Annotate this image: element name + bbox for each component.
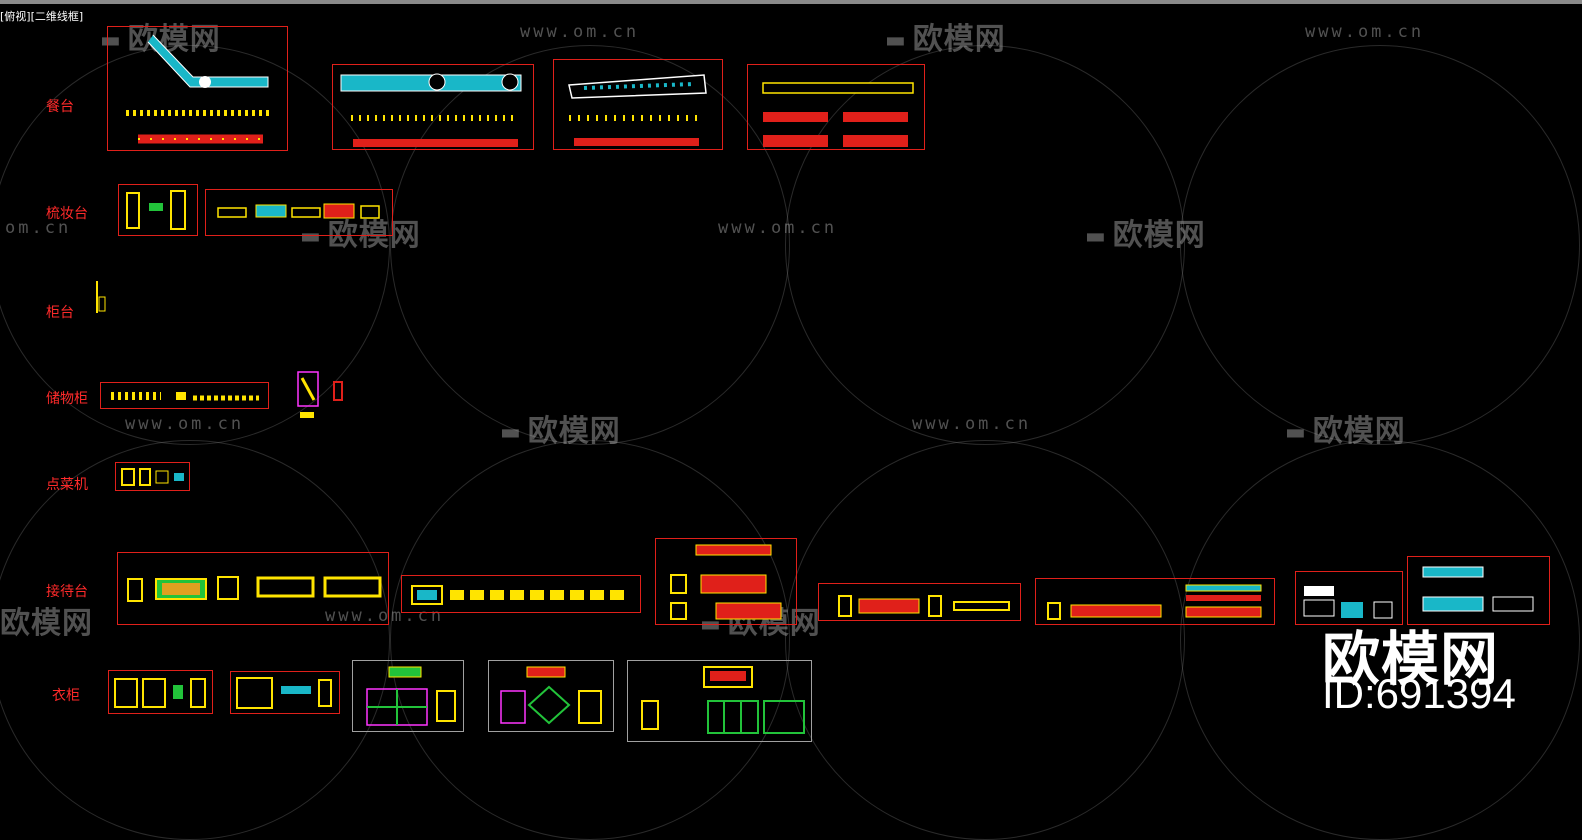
brand-id: ID:691394 <box>1322 670 1516 717</box>
drawing-frame-reception-2[interactable] <box>401 575 641 613</box>
drawing-frame-bar-counter-4[interactable] <box>747 64 925 150</box>
drawing-frame-reception-5[interactable] <box>1035 578 1275 625</box>
sofa-icon: ▬ <box>885 28 907 53</box>
sofa-icon: ▬ <box>300 224 322 249</box>
category-label-reception[interactable]: 接待台 <box>46 584 88 600</box>
brand-logo: 欧模网 <box>1322 625 1500 693</box>
sofa-icon: ▬ <box>1285 420 1307 445</box>
storage-drawing <box>111 392 259 401</box>
drawing-frame-reception-4[interactable] <box>818 583 1021 621</box>
drawing-frame-storage-2[interactable] <box>294 370 349 422</box>
category-label-wardrobe[interactable]: 衣柜 <box>52 688 80 704</box>
category-label-storage[interactable]: 储物柜 <box>46 391 88 407</box>
category-label-ordering[interactable]: 点菜机 <box>46 477 88 493</box>
sofa-icon: ▬ <box>1085 224 1107 249</box>
reception-section-drawing <box>670 544 782 620</box>
category-label-dresser[interactable]: 梳妆台 <box>46 206 88 222</box>
drawing-frame-bar-counter-1[interactable] <box>107 26 288 151</box>
counter-drawing <box>96 281 106 313</box>
reception-plan-drawing <box>1422 566 1534 612</box>
sofa-icon: ▬ <box>100 28 122 53</box>
watermark-url: www.om.cn <box>520 22 640 42</box>
drawing-frame-reception-7[interactable] <box>1407 556 1550 625</box>
dresser-drawing <box>126 190 186 230</box>
watermark-logo: 欧模网 <box>0 606 93 641</box>
drawing-frame-counter[interactable] <box>94 279 108 317</box>
drawing-frame-bar-counter-3[interactable] <box>553 59 723 150</box>
wardrobe-large-drawing <box>641 666 805 734</box>
reception-elevation-drawing <box>411 585 630 605</box>
watermark-circle <box>785 440 1185 840</box>
reception-drawing <box>127 576 382 602</box>
reception-wide-drawing <box>1047 584 1262 620</box>
drawing-frame-bar-counter-2[interactable] <box>332 64 534 150</box>
bar-counter-elevation-drawing <box>340 73 522 147</box>
drawing-frame-reception-3[interactable] <box>655 538 797 625</box>
watermark-logo: ▬欧模网 <box>1285 414 1406 449</box>
watermark-url-partial: om.cn <box>5 218 72 238</box>
drawing-frame-wardrobe-5[interactable] <box>627 660 812 742</box>
watermark-logo: ▬欧模网 <box>885 22 1006 57</box>
bar-counter-curved-drawing <box>568 74 707 146</box>
watermark-circle <box>1180 45 1580 445</box>
drawing-frame-storage-1[interactable] <box>100 382 269 409</box>
drawing-frame-ordering[interactable] <box>115 462 190 491</box>
watermark-logo: ▬欧模网 <box>1085 218 1206 253</box>
drawing-frame-wardrobe-3[interactable] <box>352 660 464 732</box>
wardrobe-door-drawing <box>366 666 456 726</box>
drawing-frame-wardrobe-4[interactable] <box>488 660 614 732</box>
top-toolbar-strip <box>0 0 1582 4</box>
watermark-url: www.om.cn <box>125 414 245 434</box>
category-label-counter[interactable]: 柜台 <box>46 305 74 321</box>
reception-long-elevation-drawing <box>838 595 1010 617</box>
viewport-label[interactable]: [俯视][二维线框] <box>0 10 84 23</box>
ordering-machine-drawing <box>121 468 184 486</box>
wardrobe-corner-drawing <box>500 666 602 725</box>
watermark-url: www.om.cn <box>1305 22 1425 42</box>
drawing-frame-reception-6[interactable] <box>1295 571 1403 625</box>
watermark-url: www.om.cn <box>912 414 1032 434</box>
wardrobe-drawing <box>114 678 206 708</box>
bar-counter-plan-drawing <box>126 34 273 144</box>
bar-counter-detail-drawing <box>762 82 914 147</box>
watermark-url: www.om.cn <box>325 606 445 626</box>
drawing-frame-wardrobe-1[interactable] <box>108 670 213 714</box>
watermark-logo: ▬欧模网 <box>100 22 221 57</box>
drawing-frame-dresser-1[interactable] <box>118 184 198 236</box>
wardrobe-elevation-drawing <box>236 677 332 709</box>
drawing-frame-reception-1[interactable] <box>117 552 389 625</box>
drawing-frame-dresser-2[interactable] <box>205 189 393 236</box>
reception-compact-drawing <box>1303 586 1393 619</box>
sofa-icon: ▬ <box>500 420 522 445</box>
category-label-bar-counter[interactable]: 餐台 <box>46 99 74 115</box>
drawing-frame-wardrobe-2[interactable] <box>230 671 340 714</box>
watermark-logo: ▬欧模网 <box>500 414 621 449</box>
watermark-url: www.om.cn <box>718 218 838 238</box>
storage-detail-drawing <box>297 371 343 418</box>
dresser-elevation-drawing <box>217 203 380 219</box>
